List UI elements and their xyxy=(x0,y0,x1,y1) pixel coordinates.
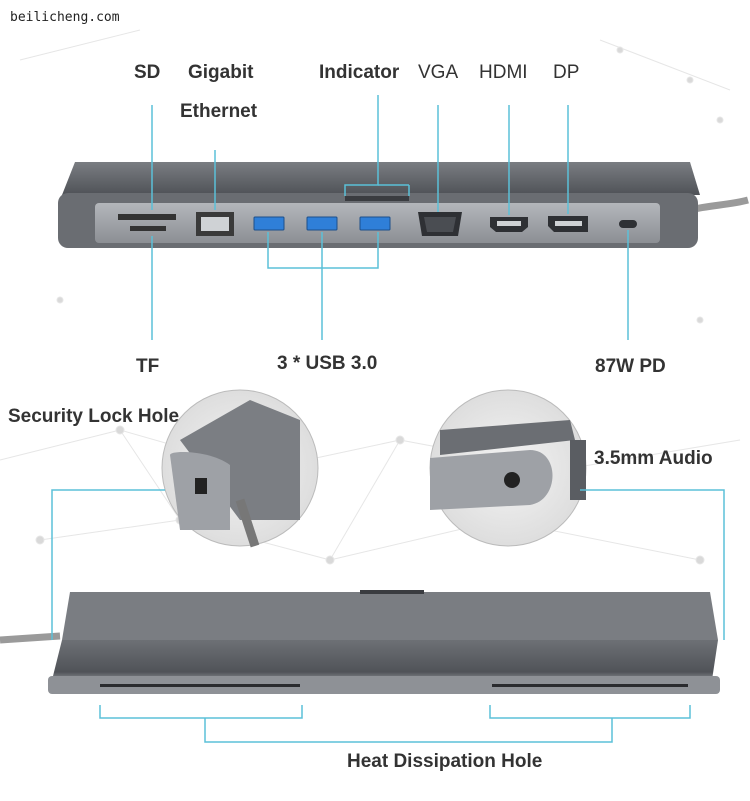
hdmi-port xyxy=(490,217,528,232)
bottom-callout-lines xyxy=(51,489,725,743)
ethernet-port xyxy=(196,212,234,236)
label-indicator: Indicator xyxy=(319,62,400,83)
hub-front-view xyxy=(48,590,720,694)
label-gigabit: Gigabit xyxy=(188,62,254,83)
usb-port-2 xyxy=(306,216,338,231)
label-hdmi: HDMI xyxy=(479,62,528,83)
label-dp: DP xyxy=(553,62,580,83)
usb-port-3 xyxy=(359,216,391,231)
audio-magnifier xyxy=(429,389,587,547)
watermark-text: beilicheng.com xyxy=(10,10,120,25)
label-ethernet: Ethernet xyxy=(180,101,258,122)
top-cable xyxy=(689,196,749,214)
vent-holes-right xyxy=(492,684,688,687)
label-tf: TF xyxy=(136,356,160,377)
vent-holes-left xyxy=(100,684,300,687)
hub-top-view xyxy=(58,162,700,248)
top-indicator-strip xyxy=(360,590,424,594)
label-vga: VGA xyxy=(418,62,459,83)
vga-port xyxy=(418,212,462,236)
label-heat-dissipation: Heat Dissipation Hole xyxy=(347,751,543,772)
security-lock-magnifier xyxy=(161,389,319,548)
label-sd: SD xyxy=(134,62,161,83)
lock-hole xyxy=(195,478,207,494)
bottom-cable xyxy=(0,632,61,644)
usb-port-1 xyxy=(253,216,285,231)
audio-jack xyxy=(504,472,520,488)
label-audio: 3.5mm Audio xyxy=(594,448,713,469)
indicator-light xyxy=(345,196,409,201)
usb-c-pd-port xyxy=(619,220,637,228)
label-usb: 3 * USB 3.0 xyxy=(277,353,378,374)
sd-tf-slot xyxy=(118,214,176,231)
top-callout-lines xyxy=(151,95,629,340)
label-security-lock: Security Lock Hole xyxy=(8,406,180,427)
displayport-port xyxy=(548,216,588,232)
label-pd: 87W PD xyxy=(595,356,666,377)
